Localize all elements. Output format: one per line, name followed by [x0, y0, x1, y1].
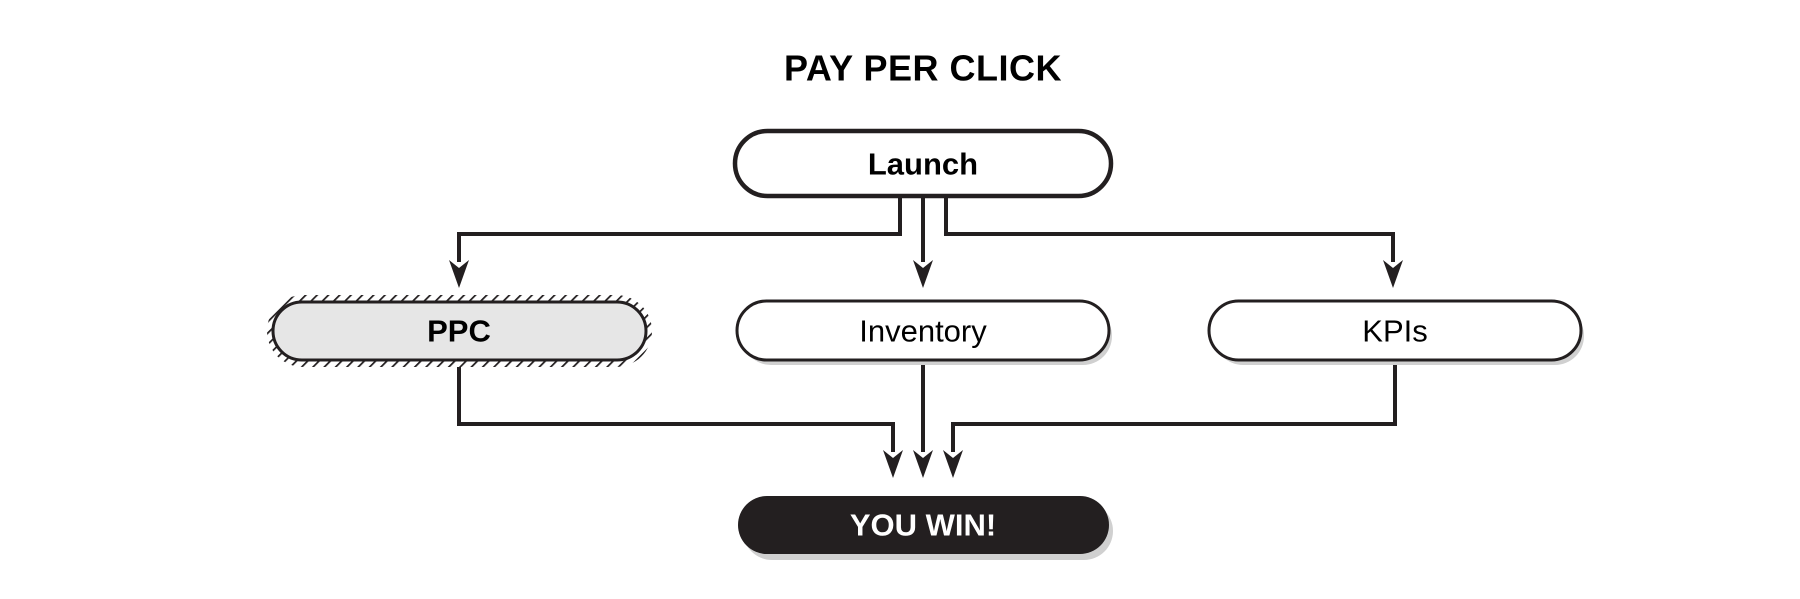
- connector-kpis-win: [951, 360, 1397, 452]
- node-kpis-label: KPIs: [1362, 314, 1427, 349]
- arrowheads-bottom: [883, 450, 963, 478]
- node-kpis: KPIs: [1207, 299, 1584, 365]
- connectors-top: [457, 196, 1395, 262]
- node-inventory-label: Inventory: [859, 314, 987, 349]
- node-ppc-label: PPC: [427, 314, 491, 349]
- node-launch: Launch: [732, 128, 1114, 199]
- node-inventory: Inventory: [735, 299, 1112, 365]
- node-ppc: PPC: [267, 295, 652, 367]
- arrowhead-inventory: [913, 260, 933, 288]
- arrowhead-win-left: [883, 450, 903, 478]
- node-you-win: YOU WIN!: [738, 496, 1113, 560]
- arrowhead-ppc: [449, 260, 469, 288]
- arrowhead-win-right: [943, 450, 963, 478]
- node-you-win-label: YOU WIN!: [850, 508, 996, 543]
- arrowheads-top: [449, 260, 1403, 288]
- connector-launch-kpis: [944, 196, 1395, 262]
- arrowhead-kpis: [1383, 260, 1403, 288]
- connector-launch-ppc: [457, 196, 902, 262]
- connector-ppc-win: [457, 360, 895, 452]
- connectors-bottom: [457, 360, 1397, 452]
- arrowhead-win-center: [913, 450, 933, 478]
- diagram-title: PAY PER CLICK: [784, 48, 1062, 89]
- node-launch-label: Launch: [868, 147, 978, 182]
